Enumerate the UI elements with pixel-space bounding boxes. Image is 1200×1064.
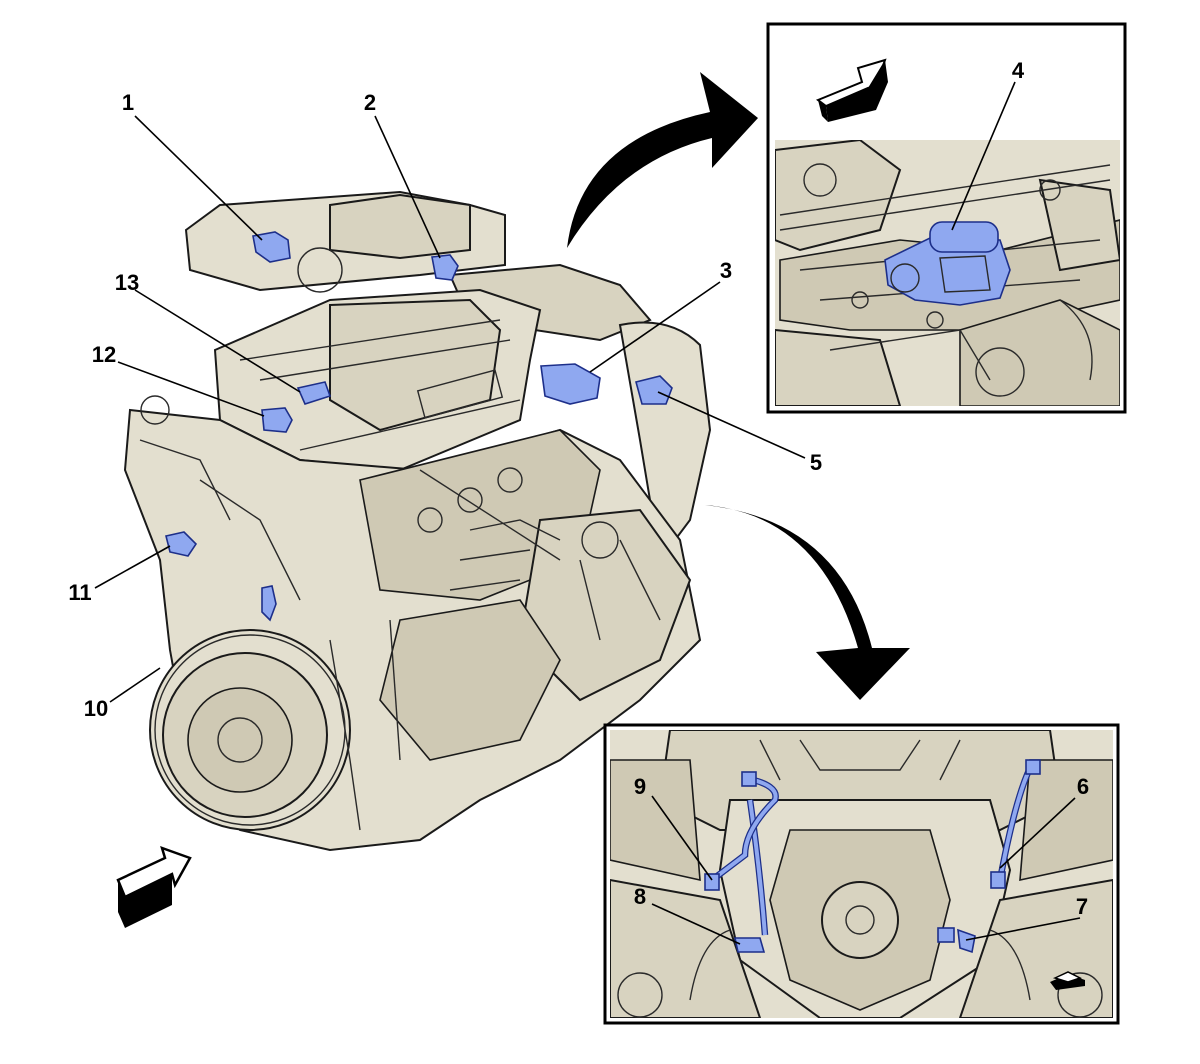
callout-1: 1	[122, 90, 134, 115]
callout-11: 11	[68, 580, 91, 605]
top-inset-view	[766, 22, 1127, 414]
callout-9: 9	[634, 774, 646, 799]
component-10-highlight	[261, 585, 277, 622]
view-direction-arrow-bottom-inset	[1050, 971, 1085, 990]
callout-8: 8	[634, 884, 646, 909]
component-3-highlight	[540, 363, 601, 405]
curved-arrow-bottom	[705, 505, 910, 700]
component-13-highlight	[296, 381, 332, 405]
engine-main-view	[123, 190, 712, 852]
view-direction-arrow	[116, 845, 192, 928]
callout-10: 10	[84, 696, 108, 721]
component-4-highlight	[884, 221, 1011, 306]
callout-6: 6	[1077, 774, 1089, 799]
callout-4: 4	[1012, 58, 1025, 83]
bottom-inset-view	[603, 723, 1120, 1025]
callout-7: 7	[1076, 894, 1088, 919]
curved-arrow-top	[567, 72, 758, 248]
leader-lines	[94, 81, 1081, 945]
component-5-highlight	[635, 375, 673, 405]
view-direction-arrow-top-inset	[815, 58, 888, 122]
callout-3: 3	[720, 258, 732, 283]
callout-labels: 1 2 3 4 5 6 7 8 9 10 11 12 13	[68, 58, 1089, 919]
component-12-highlight	[261, 407, 293, 433]
component-11-highlight	[165, 531, 198, 557]
component-9-highlight	[704, 771, 779, 891]
callout-12: 12	[92, 342, 116, 367]
component-7-highlight	[937, 927, 976, 954]
callout-2: 2	[364, 90, 376, 115]
component-8-highlight	[734, 799, 769, 953]
component-2-highlight	[431, 254, 459, 281]
component-6-highlight	[990, 759, 1041, 889]
callout-13: 13	[115, 270, 139, 295]
callout-5: 5	[810, 450, 822, 475]
